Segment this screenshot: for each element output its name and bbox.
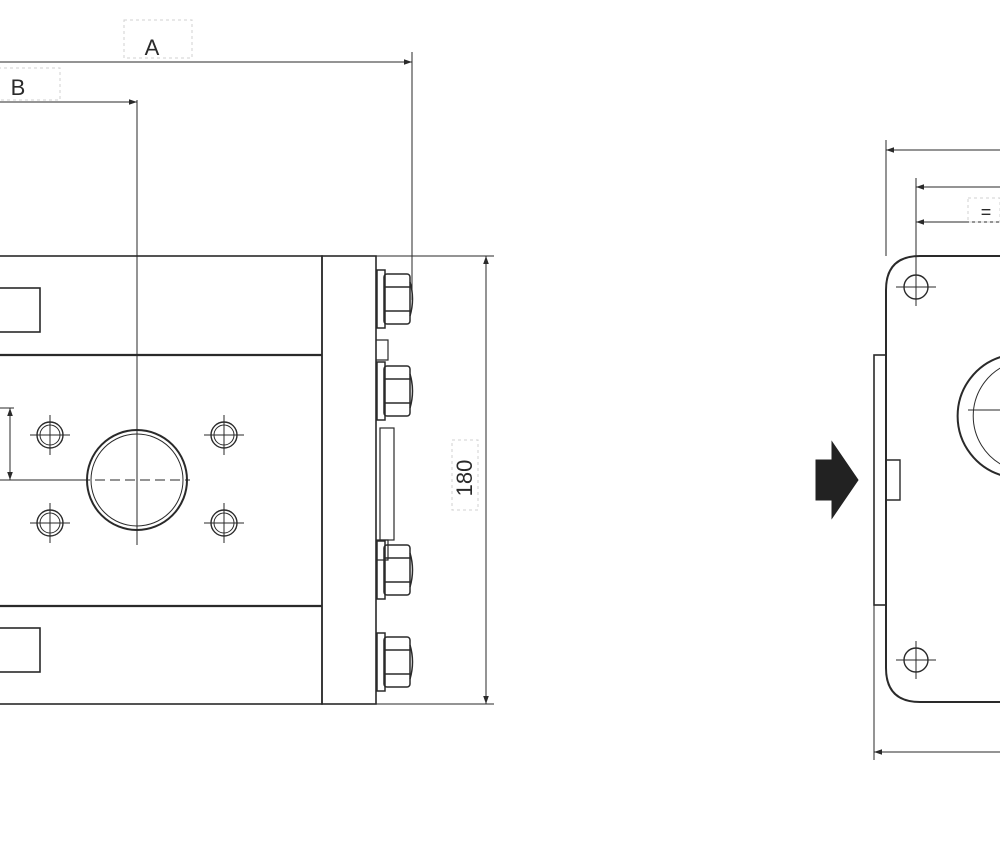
bolt-2 [376, 361, 414, 421]
cover-lip-lower [376, 539, 389, 561]
end-view-port-arc [956, 356, 1000, 476]
dimension-height-label: 180 [452, 460, 477, 497]
dimension-height [376, 255, 494, 705]
end-view-hole-bottom [896, 641, 936, 679]
end-view-tab [886, 459, 901, 501]
bolt-hole-2 [204, 415, 244, 455]
end-view-body [885, 255, 1000, 703]
body-slot-bottom [0, 627, 41, 673]
equal-dimension-label: = [981, 202, 992, 222]
end-view-hole-top [896, 268, 936, 306]
bolt-hole-1 [30, 415, 70, 455]
bolt-1 [376, 269, 414, 329]
end-cover [321, 255, 377, 705]
dimension-b-label: B [11, 75, 26, 100]
right-arrow-icon [815, 440, 859, 520]
dimension-a-label: A [145, 35, 160, 60]
dimension-b [0, 67, 137, 105]
end-view-flange [873, 354, 887, 606]
body-slot-top [0, 287, 41, 333]
cover-lip-upper [376, 339, 389, 361]
bolt-3 [376, 540, 414, 600]
cover-seal-strip [379, 427, 395, 541]
end-view [873, 140, 1000, 760]
dimension-a [0, 19, 413, 300]
side-view [0, 100, 414, 705]
bolt-hole-4 [204, 503, 244, 543]
bolt-hole-3 [30, 503, 70, 543]
bolt-4 [376, 632, 414, 692]
